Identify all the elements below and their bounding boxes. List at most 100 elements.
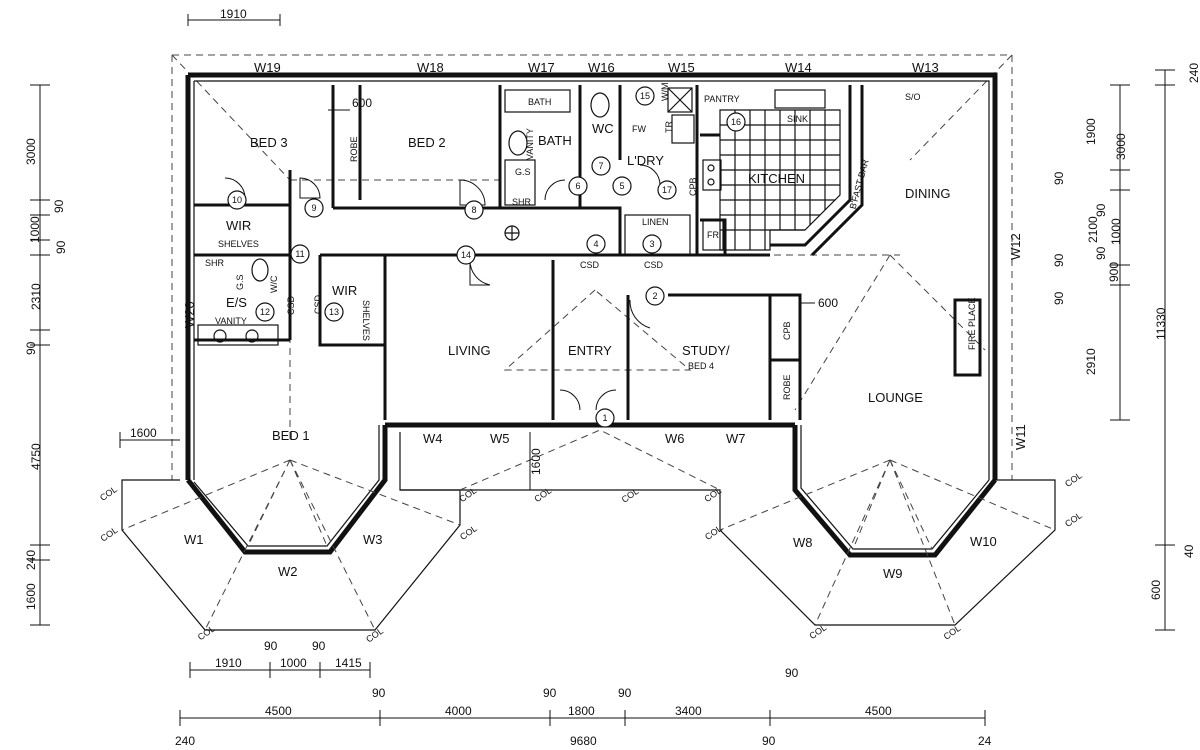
dim-right-bottom: 600 [1149,580,1163,600]
label-linen: LINEN [642,217,669,227]
dim-bottom1: 1000 [280,656,307,670]
door-1: 1 [602,413,607,423]
door-17: 17 [662,185,672,195]
door-swings [224,164,661,411]
window-w16: W16 [588,60,615,75]
window-labels: W1 W2 W3 W4 W5 W6 W7 W8 W9 W10 W11 W12 W… [182,60,1028,581]
label-entry: ENTRY [568,343,612,358]
dim-right-mid: 900 [1107,262,1121,282]
dim-bottom2: 90 [785,666,799,680]
label-cpb: CPB [782,321,792,340]
dim-right-outer: 11330 [1154,307,1168,340]
dim-right-inner: 90 [1052,291,1066,305]
dim-bottom2: 1800 [568,704,595,718]
dim-bay-1600: 1600 [130,426,157,440]
dim-right-inner: 2100 [1086,216,1100,243]
label-robe-study: ROBE [782,374,792,400]
dim-bottom2: 4500 [865,704,892,718]
dim-left: 1600 [24,583,38,610]
dim-right-outer-top: 240 [1187,63,1200,83]
door-16: 16 [731,117,741,127]
window-w1: W1 [184,532,204,547]
label-gs-bath: G.S [515,167,531,177]
col-label: COL [1063,510,1084,529]
label-csd2: CSD [644,260,664,270]
label-vanity-es: VANITY [215,316,247,326]
verandahs [121,429,1056,631]
label-bed3: BED 3 [250,135,288,150]
door-5: 5 [619,181,624,191]
label-fireplace: FIRE PLACE [967,297,977,350]
label-bed1: BED 1 [272,428,310,443]
label-ldry: L'DRY [627,153,664,168]
dim-right-mid: 3000 [1114,133,1128,160]
label-wc: WC [592,121,614,136]
window-w9: W9 [883,566,903,581]
col-label: COL [457,485,478,504]
door-9: 9 [311,203,316,213]
door-2: 2 [652,291,657,301]
window-w11: W11 [1013,424,1028,450]
dim-bottom3: 240 [175,734,195,748]
label-wir-a: WIR [226,218,251,233]
label-csd3: CSD [286,295,296,315]
label-robe-bed3: ROBE [349,136,359,162]
window-w4: W4 [423,431,443,446]
dim-bottom1: 1910 [215,656,242,670]
label-so: S/O [905,92,921,102]
dim-right-inner: 90 [1052,171,1066,185]
label-vanity: VANITY [525,128,535,160]
dim-bottom2: 4500 [265,704,292,718]
label-sink: SINK [787,114,808,124]
dim-porch-1600: 1600 [529,448,543,475]
dim-bottom3: 24 [978,734,992,748]
col-label: COL [703,523,724,542]
label-living: LIVING [448,343,491,358]
dim-left: 90 [54,240,68,254]
window-w5: W5 [490,431,510,446]
dim-bottom2: 90 [543,686,557,700]
dim-right-inner: 1900 [1084,118,1098,145]
door-4: 4 [593,239,598,249]
label-es: E/S [226,295,247,310]
dim-bottom2: 90 [372,686,386,700]
window-w3: W3 [363,532,383,547]
dim-bottom1: 1415 [335,656,362,670]
window-w2: W2 [278,564,298,579]
window-w20: W20 [182,301,197,328]
door-6: 6 [575,181,580,191]
label-wir-b: WIR [332,283,357,298]
dim-bottom3: 9680 [570,734,597,748]
fixtures [197,87,826,346]
window-w17: W17 [528,60,555,75]
door-number-labels: 1 2 3 4 5 6 7 8 9 10 11 12 13 14 15 16 1… [232,91,741,423]
window-w6: W6 [665,431,685,446]
door-8: 8 [471,205,476,215]
dim-left: 1000 [28,216,42,243]
col-label: COL [942,623,963,642]
label-csd4: CSD [313,294,323,314]
dim-left: 4750 [29,443,43,470]
dim-bottom2: 3400 [675,704,702,718]
dim-right-mid: 90 [1094,203,1108,217]
door-12: 12 [260,307,270,317]
col-label: COL [532,485,553,504]
dimension-lines [30,14,1175,726]
label-bath-tub: BATH [528,97,551,107]
door-markers [227,86,746,428]
dimension-labels: 1910 600 600 1600 1600 3000 90 1000 90 2… [24,7,1200,748]
label-fw: FW [632,124,646,134]
door-13: 13 [329,307,339,317]
col-label: COL [458,523,479,542]
col-label: COL [364,626,385,645]
label-shelves-b: SHELVES [361,300,371,341]
window-w8: W8 [793,535,813,550]
col-label: COL [620,486,641,505]
dim-study-600: 600 [818,296,838,310]
window-w15: W15 [668,60,695,75]
kitchen-tiles [719,85,864,257]
door-3: 3 [649,239,654,249]
window-w19: W19 [254,60,281,75]
label-wc-es: W/C [269,275,279,293]
door-10: 10 [232,195,242,205]
